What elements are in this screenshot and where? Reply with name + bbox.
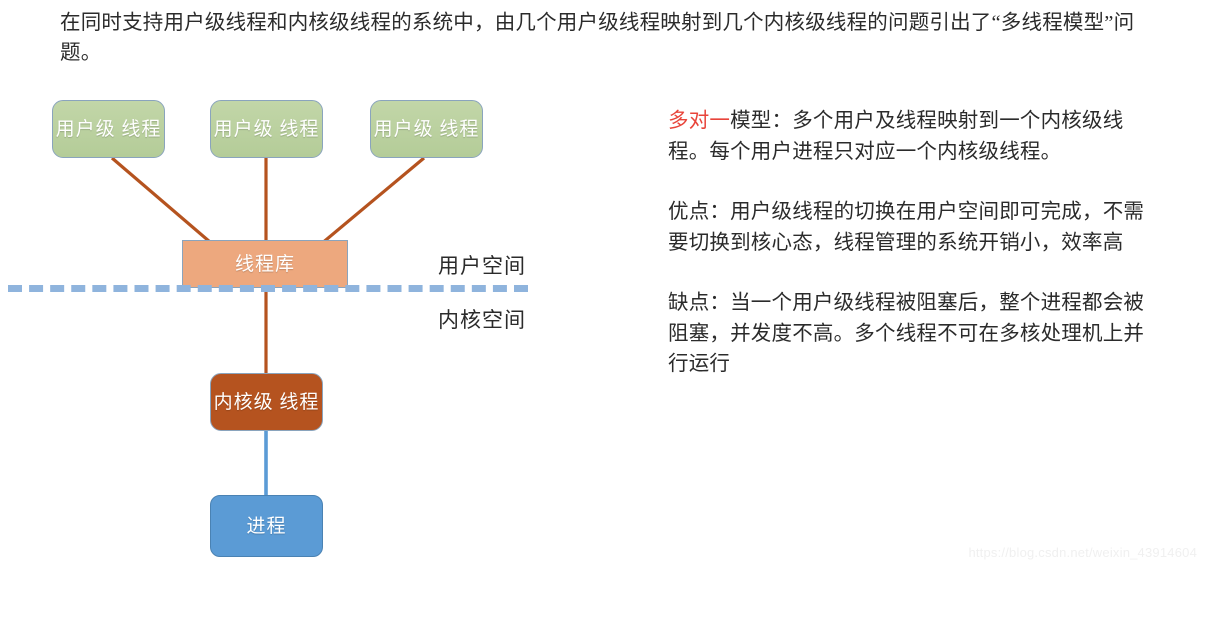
model-paragraph: 多对一模型：多个用户及线程映射到一个内核级线程。每个用户进程只对应一个内核级线程… (668, 106, 1158, 167)
description-column: 多对一模型：多个用户及线程映射到一个内核级线程。每个用户进程只对应一个内核级线程… (668, 106, 1158, 380)
model-body-text: 模型：多个用户及线程映射到一个内核级线程。每个用户进程只对应一个内核级线程。 (668, 110, 1124, 163)
multithreading-model-diagram: 用户级 线程 用户级 线程 用户级 线程 线程库 用户空间 内核空间 内核级 线… (0, 78, 640, 578)
header-paragraph: 在同时支持用户级线程和内核级线程的系统中，由几个用户级线程映射到几个内核级线程的… (60, 12, 1135, 64)
user-kernel-space-divider (8, 285, 528, 292)
process-box[interactable]: 进程 (210, 495, 323, 557)
advantages-paragraph: 优点：用户级线程的切换在用户空间即可完成，不需要切换到核心态，线程管理的系统开销… (668, 201, 1145, 254)
disadvantages-paragraph: 缺点：当一个用户级线程被阻塞后，整个进程都会被阻塞，并发度不高。多个线程不可在多… (668, 292, 1145, 375)
user-level-thread-box-1[interactable]: 用户级 线程 (52, 100, 165, 158)
kernel-space-label: 内核空间 (438, 308, 526, 332)
user-level-thread-box-3[interactable]: 用户级 线程 (370, 100, 483, 158)
kernel-level-thread-box[interactable]: 内核级 线程 (210, 373, 323, 431)
thread-library-box[interactable]: 线程库 (182, 240, 348, 288)
watermark-text: https://blog.csdn.net/weixin_43914604 (968, 545, 1197, 560)
user-level-thread-box-2[interactable]: 用户级 线程 (210, 100, 323, 158)
model-title-accent: 多对一 (668, 110, 731, 132)
user-space-label: 用户空间 (438, 254, 526, 278)
